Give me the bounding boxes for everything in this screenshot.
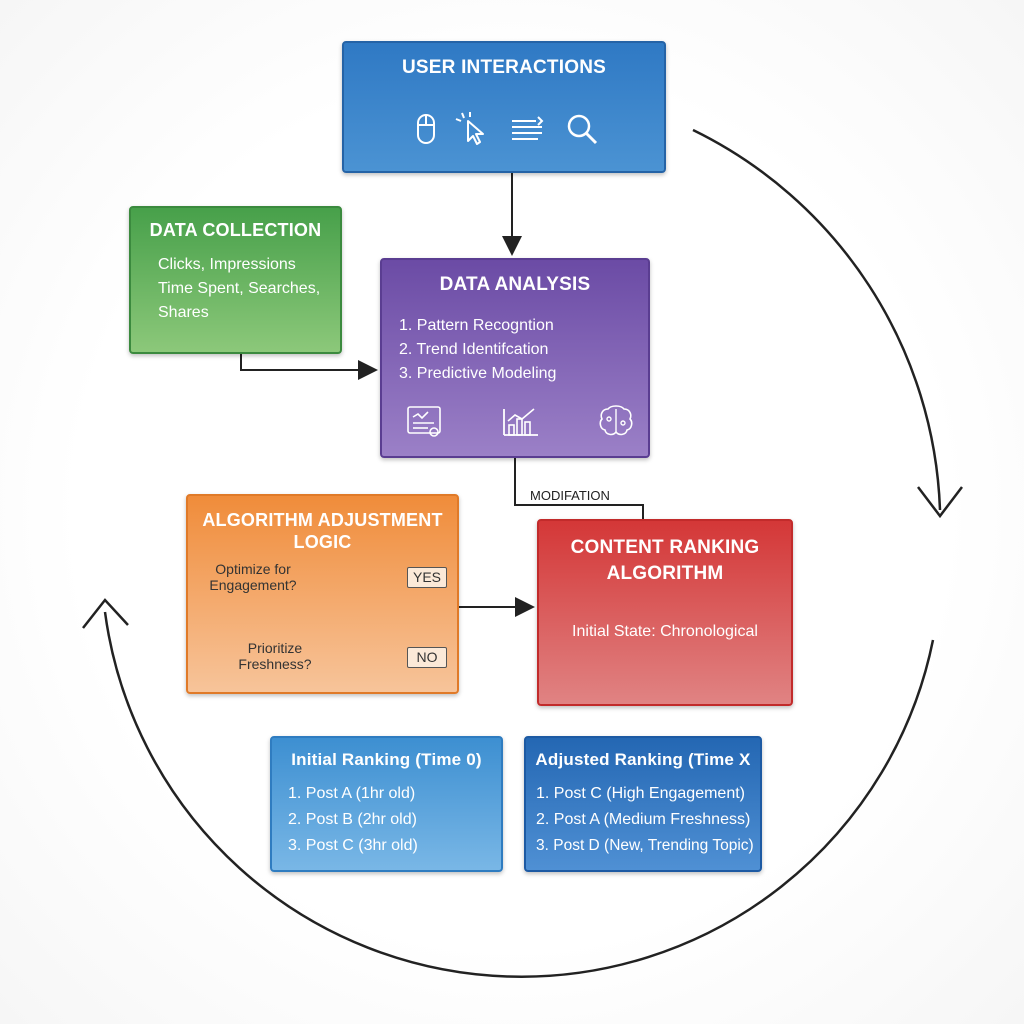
decision-engagement-label: Optimize for Engagement? [205, 561, 301, 593]
initial-ranking-title: Initial Ranking (Time 0) [291, 750, 482, 769]
user-interactions-box: USER INTERACTIONS [342, 41, 666, 173]
data-collection-line: Time Spent, Searches, [158, 280, 321, 297]
decision-freshness-label: Prioritize Freshness? [227, 640, 323, 672]
modification-edge-label: MODIFATION [530, 488, 610, 503]
content-ranking-state: Initial State: Chronological [572, 623, 758, 640]
data-analysis-title: DATA ANALYSIS [439, 274, 591, 295]
yes-outcome: YES [407, 567, 447, 588]
algorithm-logic-title-line1: ALGORITHM ADJUSTMENT [202, 510, 443, 530]
data-collection-box: DATA COLLECTION Clicks, Impressions Time… [129, 206, 342, 354]
data-analysis-box: DATA ANALYSIS 1. Pattern Recogntion 2. T… [380, 258, 650, 458]
search-icon [567, 114, 598, 145]
algorithm-logic-title-line2: LOGIC [293, 532, 352, 552]
content-ranking-box: CONTENT RANKING ALGORITHM Initial State:… [537, 519, 793, 706]
bar-chart-icon [503, 408, 538, 436]
initial-ranking-item: 1. Post A (1hr old) [288, 785, 416, 802]
adjusted-ranking-item: 3. Post D (New, Trending Topic) [536, 837, 754, 854]
decision-freshness-line1: Prioritize [247, 640, 303, 656]
adjusted-ranking-item: 2. Post A (Medium Freshness) [536, 811, 751, 828]
decision-engagement-line2: Engagement? [209, 577, 297, 593]
initial-ranking-box: Initial Ranking (Time 0) 1. Post A (1hr … [270, 736, 503, 872]
data-collection-line: Shares [158, 304, 209, 321]
decision-freshness-line2: Freshness? [238, 656, 312, 672]
content-ranking-title-line2: ALGORITHM [606, 563, 724, 584]
data-collection-title: DATA COLLECTION [149, 220, 322, 240]
scroll-list-icon [512, 116, 544, 140]
analysis-step: 1. Pattern Recogntion [399, 317, 554, 334]
analysis-step: 3. Predictive Modeling [399, 365, 557, 382]
user-interactions-title: USER INTERACTIONS [402, 57, 606, 78]
content-ranking-title-line1: CONTENT RANKING [570, 537, 760, 558]
data-collection-line: Clicks, Impressions [158, 256, 296, 273]
algorithm-logic-box: ALGORITHM ADJUSTMENT LOGIC [186, 494, 459, 694]
cycle-arrowhead-left [82, 598, 129, 629]
adjusted-ranking-item: 1. Post C (High Engagement) [536, 785, 745, 802]
analysis-step: 2. Trend Identifcation [399, 341, 549, 358]
arrow-collection-to-analysis [240, 354, 378, 380]
cycle-arc-right [692, 128, 942, 511]
brain-icon [599, 405, 633, 436]
no-outcome: NO [407, 647, 447, 668]
mouse-icon [417, 114, 435, 144]
adjusted-ranking-title: Adjusted Ranking (Time X [535, 750, 751, 769]
initial-ranking-item: 3. Post C (3hr old) [288, 837, 418, 854]
cycle-arrowhead-right [917, 486, 963, 519]
decision-engagement-line1: Optimize for [215, 561, 291, 577]
report-icon [407, 406, 441, 437]
adjusted-ranking-box: Adjusted Ranking (Time X 1. Post C (High… [524, 736, 762, 872]
initial-ranking-item: 2. Post B (2hr old) [288, 811, 417, 828]
cursor-click-icon [455, 112, 484, 145]
